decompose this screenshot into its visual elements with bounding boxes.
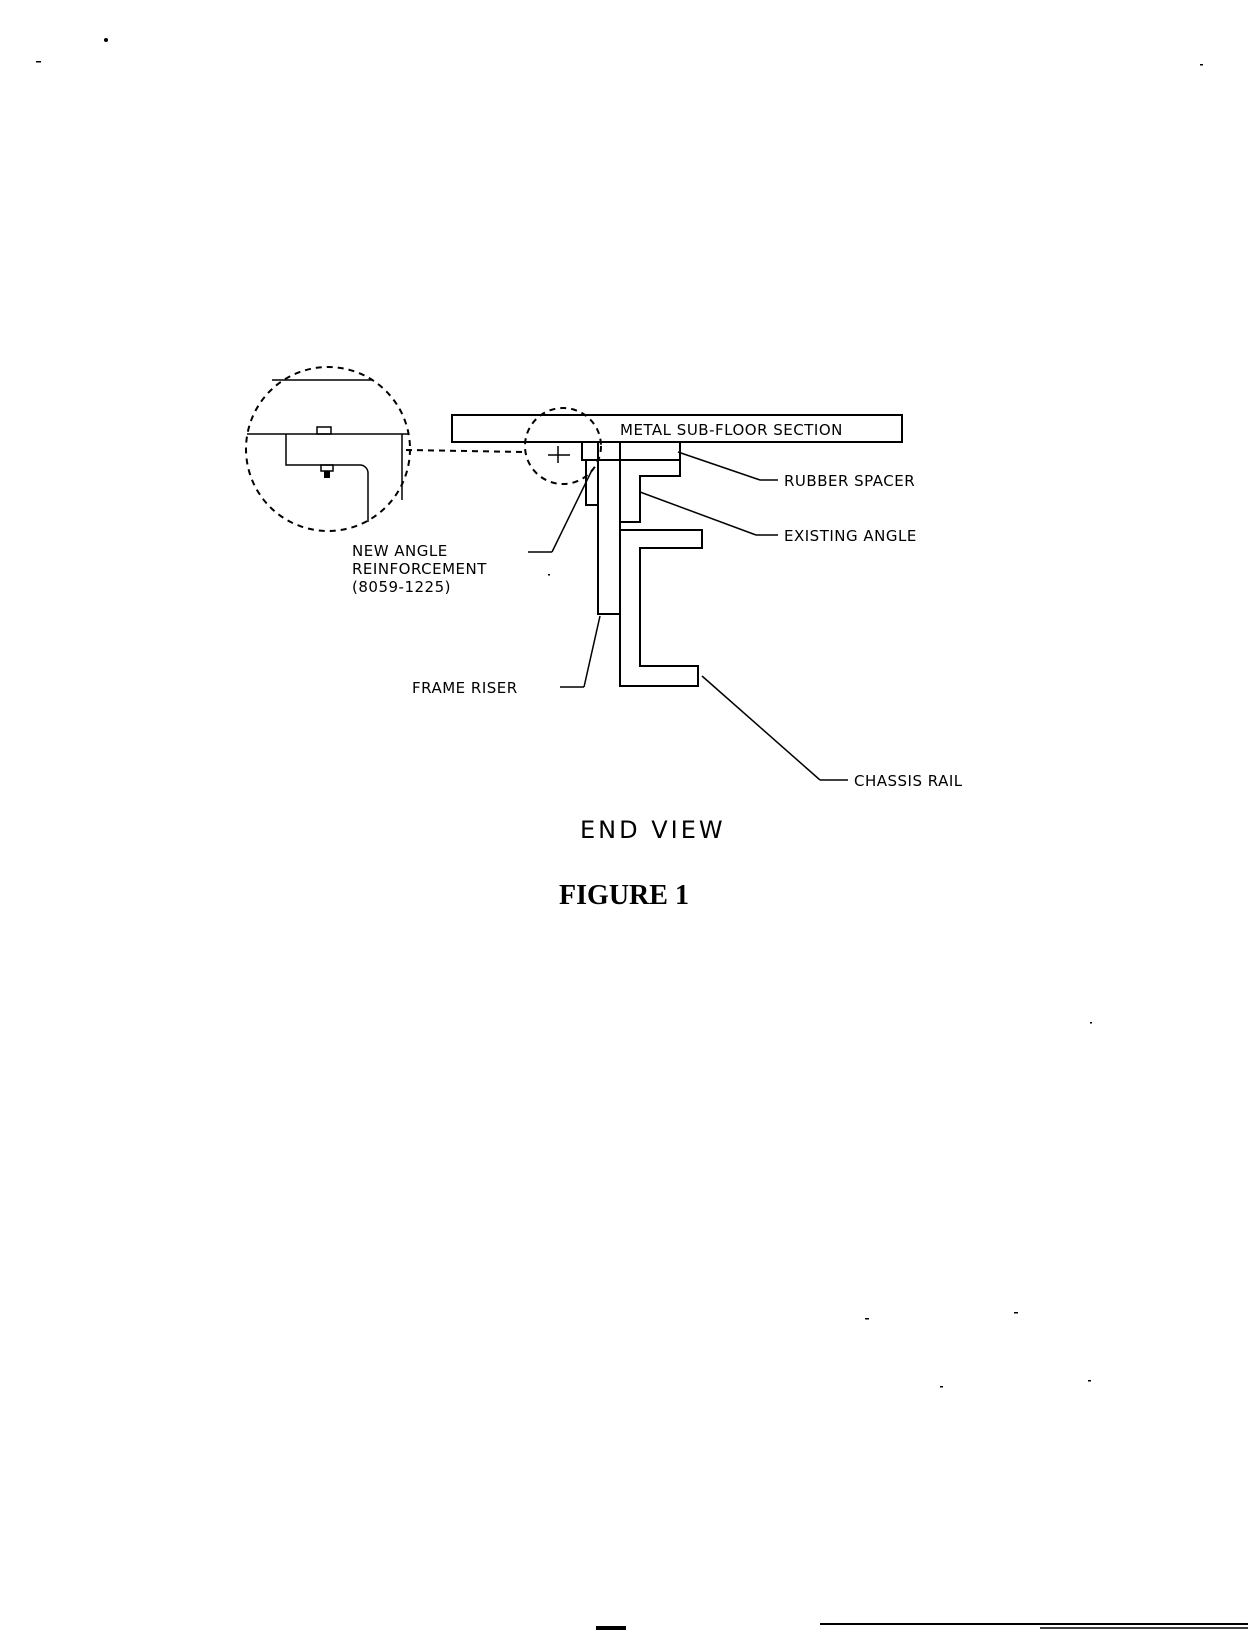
new-angle-label-line2: REINFORCEMENT	[352, 560, 487, 578]
figure-caption: FIGURE 1	[559, 880, 689, 911]
new-angle-reinforcement: NEW ANGLE REINFORCEMENT (8059-1225)	[352, 446, 599, 596]
page-edge-lines	[596, 1623, 1248, 1630]
rubber-spacer: RUBBER SPACER	[581, 441, 915, 490]
new-angle-label-line3: (8059-1225)	[352, 578, 451, 596]
frame-riser: FRAME RISER	[412, 441, 621, 697]
scan-specks	[36, 38, 1203, 1388]
existing-angle-label: EXISTING ANGLE	[784, 527, 917, 545]
chassis-rail-label: CHASSIS RAIL	[854, 772, 963, 790]
metal-sub-floor-plate: METAL SUB-FLOOR SECTION	[451, 414, 903, 443]
chassis-rail: CHASSIS RAIL	[619, 529, 963, 790]
metal-sub-floor-label: METAL SUB-FLOOR SECTION	[620, 421, 843, 439]
detail-circle-small	[405, 407, 602, 485]
new-angle-label-line1: NEW ANGLE	[352, 542, 448, 560]
frame-riser-label: FRAME RISER	[412, 679, 518, 697]
rubber-spacer-label: RUBBER SPACER	[784, 472, 915, 490]
view-title: END VIEW	[580, 816, 726, 844]
enlarged-detail	[245, 366, 411, 532]
